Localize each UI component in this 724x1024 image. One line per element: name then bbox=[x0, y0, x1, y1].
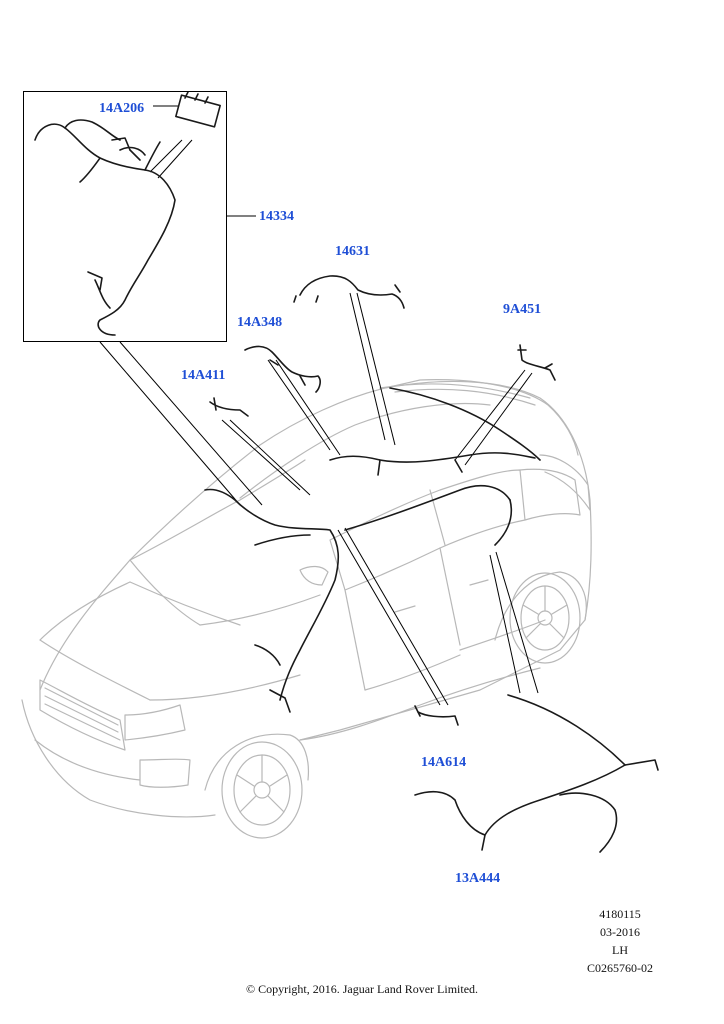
illustration-side: LH bbox=[612, 943, 628, 957]
leader-lines bbox=[99, 105, 539, 706]
harness-14A411 bbox=[209, 397, 249, 417]
callout-14A411[interactable]: 14A411 bbox=[181, 368, 226, 383]
callout-14334[interactable]: 14334 bbox=[259, 209, 294, 224]
harness-14334-inset bbox=[34, 91, 221, 336]
illustration-reference: C0265760-02 bbox=[587, 961, 653, 975]
harness-9A451 bbox=[517, 344, 556, 381]
callout-14A348[interactable]: 14A348 bbox=[237, 315, 283, 330]
copyright-notice: © Copyright, 2016. Jaguar Land Rover Lim… bbox=[245, 982, 479, 996]
callout-14631[interactable]: 14631 bbox=[335, 244, 370, 259]
callout-9A451[interactable]: 9A451 bbox=[503, 302, 542, 317]
illustration-number: 4180115 bbox=[599, 907, 641, 921]
illustration-date: 03-2016 bbox=[600, 925, 640, 939]
wiring-harnesses bbox=[34, 91, 659, 853]
callout-14A614[interactable]: 14A614 bbox=[421, 755, 467, 770]
callout-13A444[interactable]: 13A444 bbox=[455, 871, 501, 886]
vehicle-outline bbox=[21, 379, 592, 839]
harness-14631 bbox=[293, 275, 405, 309]
harness-on-vehicle bbox=[204, 387, 659, 853]
harness-14A348 bbox=[244, 345, 321, 393]
callout-14A206[interactable]: 14A206 bbox=[99, 101, 145, 116]
inset-detail-box bbox=[23, 91, 227, 342]
